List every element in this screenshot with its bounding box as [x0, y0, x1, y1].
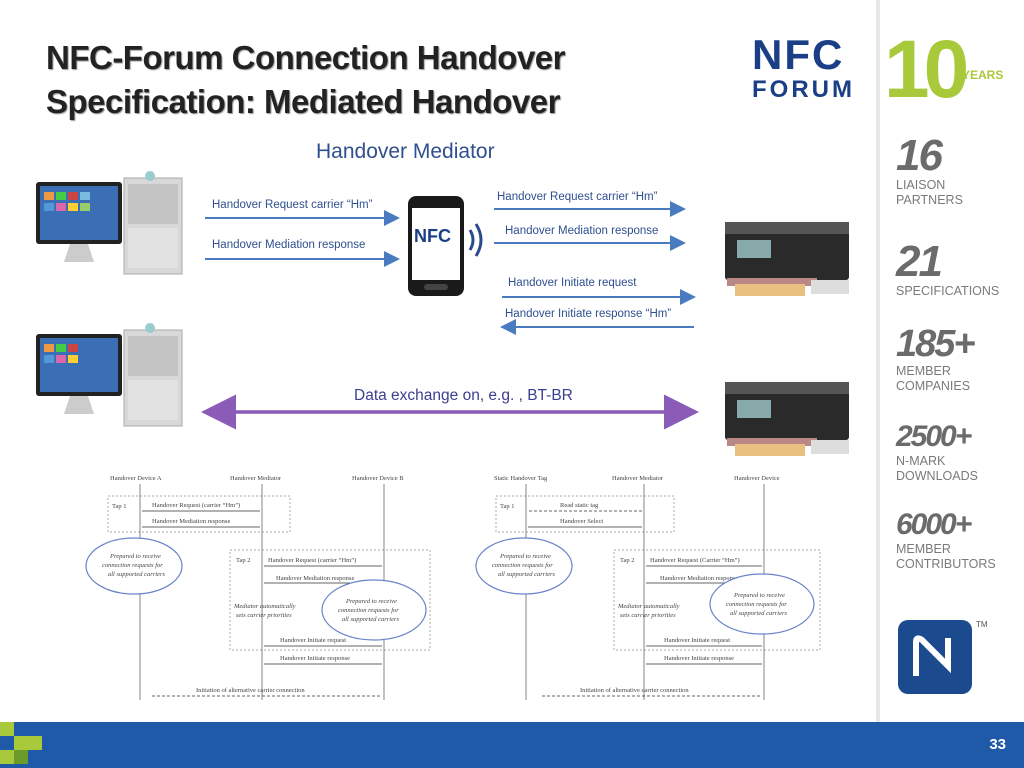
- stat-liaison: 16 LIAISON PARTNERS: [896, 134, 1016, 208]
- label-left-request: Handover Request carrier “Hm”: [212, 199, 373, 211]
- diagram-left-note2a: Mediator automatically: [233, 603, 296, 610]
- stat-contributors: 6000+ MEMBER CONTRIBUTORS: [896, 508, 1020, 572]
- stat-nmark-label: N-MARK DOWNLOADS: [896, 454, 978, 483]
- mediator-heading: Handover Mediator: [316, 140, 495, 163]
- page-number: 33: [989, 736, 1006, 753]
- diagram-left-msg2: Handover Mediation response: [152, 518, 230, 525]
- diagram-right-tap2: Tap 2: [620, 557, 635, 564]
- label-right-response: Handover Mediation response: [505, 225, 659, 237]
- stat-contributors-number: 6000+: [896, 508, 972, 541]
- diagram-right-msg5: Handover Initiate request: [664, 637, 730, 644]
- diagram-left-tap2: Tap 2: [236, 557, 251, 564]
- diagram-right-note1b: connection requests for: [492, 562, 553, 569]
- diagram-left-msg5: Handover Initiate request: [280, 637, 346, 644]
- diagram-right-note3a: Prepared to receive: [733, 592, 785, 599]
- stat-contributors-label: MEMBER CONTRIBUTORS: [896, 542, 996, 571]
- smartphone-image: [408, 196, 483, 296]
- years-text: YEARS: [962, 68, 1004, 82]
- stats-sidebar: [876, 0, 1024, 722]
- nfc-logo-line2: FORUM: [752, 76, 855, 103]
- diagram-left-col3: Handover Device B: [352, 475, 404, 482]
- diagram-right-note2a: Mediator automatically: [617, 603, 680, 610]
- ten-years-badge: 10 YEARS: [884, 29, 1018, 111]
- slide-title: NFC-Forum Connection Handover Specificat…: [46, 36, 566, 124]
- diagram-left-col1: Handover Device A: [110, 475, 162, 482]
- stat-specifications-number: 21: [896, 237, 943, 286]
- years-number: 10: [884, 24, 969, 115]
- diagram-right-note3c: all supported carriers: [730, 610, 788, 617]
- diagram-left-note1b: connection requests for: [102, 562, 163, 569]
- diagram-right-msg1: Read static tag: [560, 502, 599, 509]
- stat-liaison-number: 16: [896, 131, 943, 180]
- diagram-right-tap1: Tap 1: [500, 503, 515, 510]
- diagram-left-note1a: Prepared to receive: [109, 553, 161, 560]
- stat-nmark-number: 2500+: [896, 420, 972, 453]
- nfc-badge: NFC: [414, 226, 451, 246]
- diagram-right-note2b: sets carrier priorities: [620, 612, 676, 619]
- diagram-left-note1c: all supported carriers: [108, 571, 166, 578]
- stat-nmark: 2500+ N-MARK DOWNLOADS: [896, 420, 1020, 484]
- diagram-right-col2: Handover Mediator: [612, 475, 664, 482]
- slide-title-line2: Specification: Mediated Handover: [46, 83, 560, 120]
- stat-members: 185+ MEMBER COMPANIES: [896, 324, 1020, 394]
- diagram-left-msg3: Handover Request (carrier “Hm”): [268, 557, 356, 564]
- stat-liaison-label: LIAISON PARTNERS: [896, 178, 963, 207]
- stat-specifications-label: SPECIFICATIONS: [896, 284, 1000, 298]
- diagram-left-tap1: Tap 1: [112, 503, 127, 510]
- sequence-diagram-right: Static Handover Tag Handover Mediator Ha…: [475, 475, 821, 700]
- sequence-diagram-left: Handover Device A Handover Mediator Hand…: [85, 475, 431, 700]
- diagram-left-msg7: Initiation of alternative carrier connec…: [196, 687, 305, 694]
- n-mark-icon: [898, 620, 972, 694]
- diagram-right-msg4: Handover Mediation response: [660, 575, 738, 582]
- diagram-right-msg3: Handover Request (Carrier “Hm”): [650, 557, 740, 564]
- footer-bar: [0, 722, 1024, 768]
- printer-image-bottom: [725, 382, 849, 456]
- label-initiate-response: Handover Initiate response “Hm”: [505, 308, 672, 320]
- desktop-computer-image-top: [36, 171, 183, 275]
- label-data-exchange: Data exchange on, e.g. , BT-BR: [354, 387, 573, 404]
- nfc-forum-logo: NFC FORUM: [752, 34, 870, 114]
- stat-members-number: 185+: [896, 323, 976, 365]
- diagram-left-note3a: Prepared to receive: [345, 598, 397, 605]
- nfc-logo-line1: NFC: [752, 31, 845, 78]
- diagram-left-note2b: sets carrier priorities: [236, 612, 292, 619]
- diagram-left-msg1: Handover Request (carrier “Hm”): [152, 502, 240, 509]
- diagram-right-note1c: all supported carriers: [498, 571, 556, 578]
- diagram-right-col1: Static Handover Tag: [494, 475, 548, 482]
- n-mark-tm: TM: [976, 620, 988, 629]
- stat-members-label: MEMBER COMPANIES: [896, 364, 971, 393]
- stat-specifications: 21 SPECIFICATIONS: [896, 240, 1020, 299]
- diagram-right-msg2: Handover Select: [560, 518, 603, 525]
- diagram-right-msg6: Handover Initiate response: [664, 655, 734, 662]
- diagram-left-msg4: Handover Mediation response: [276, 575, 354, 582]
- diagram-left-note3c: all supported carriers: [342, 616, 400, 623]
- diagram-left-msg6: Handover Initiate response: [280, 655, 350, 662]
- desktop-computer-image-bottom: [36, 323, 183, 427]
- label-left-response: Handover Mediation response: [212, 239, 366, 251]
- printer-image-top: [725, 222, 849, 296]
- diagram-left-note3b: connection requests for: [338, 607, 399, 614]
- label-right-request: Handover Request carrier “Hm”: [497, 191, 658, 203]
- diagram-right-note1a: Prepared to receive: [499, 553, 551, 560]
- diagram-right-msg7: Initiation of alternative carrier connec…: [580, 687, 689, 694]
- slide-title-line1: NFC-Forum Connection Handover: [46, 39, 566, 76]
- footer-squares-icon: [0, 722, 42, 764]
- diagram-right-note3b: connection requests for: [726, 601, 787, 608]
- diagram-left-col2: Handover Mediator: [230, 475, 282, 482]
- diagram-right-col3: Handover Device: [734, 475, 780, 482]
- label-initiate-request: Handover Initiate request: [508, 277, 637, 289]
